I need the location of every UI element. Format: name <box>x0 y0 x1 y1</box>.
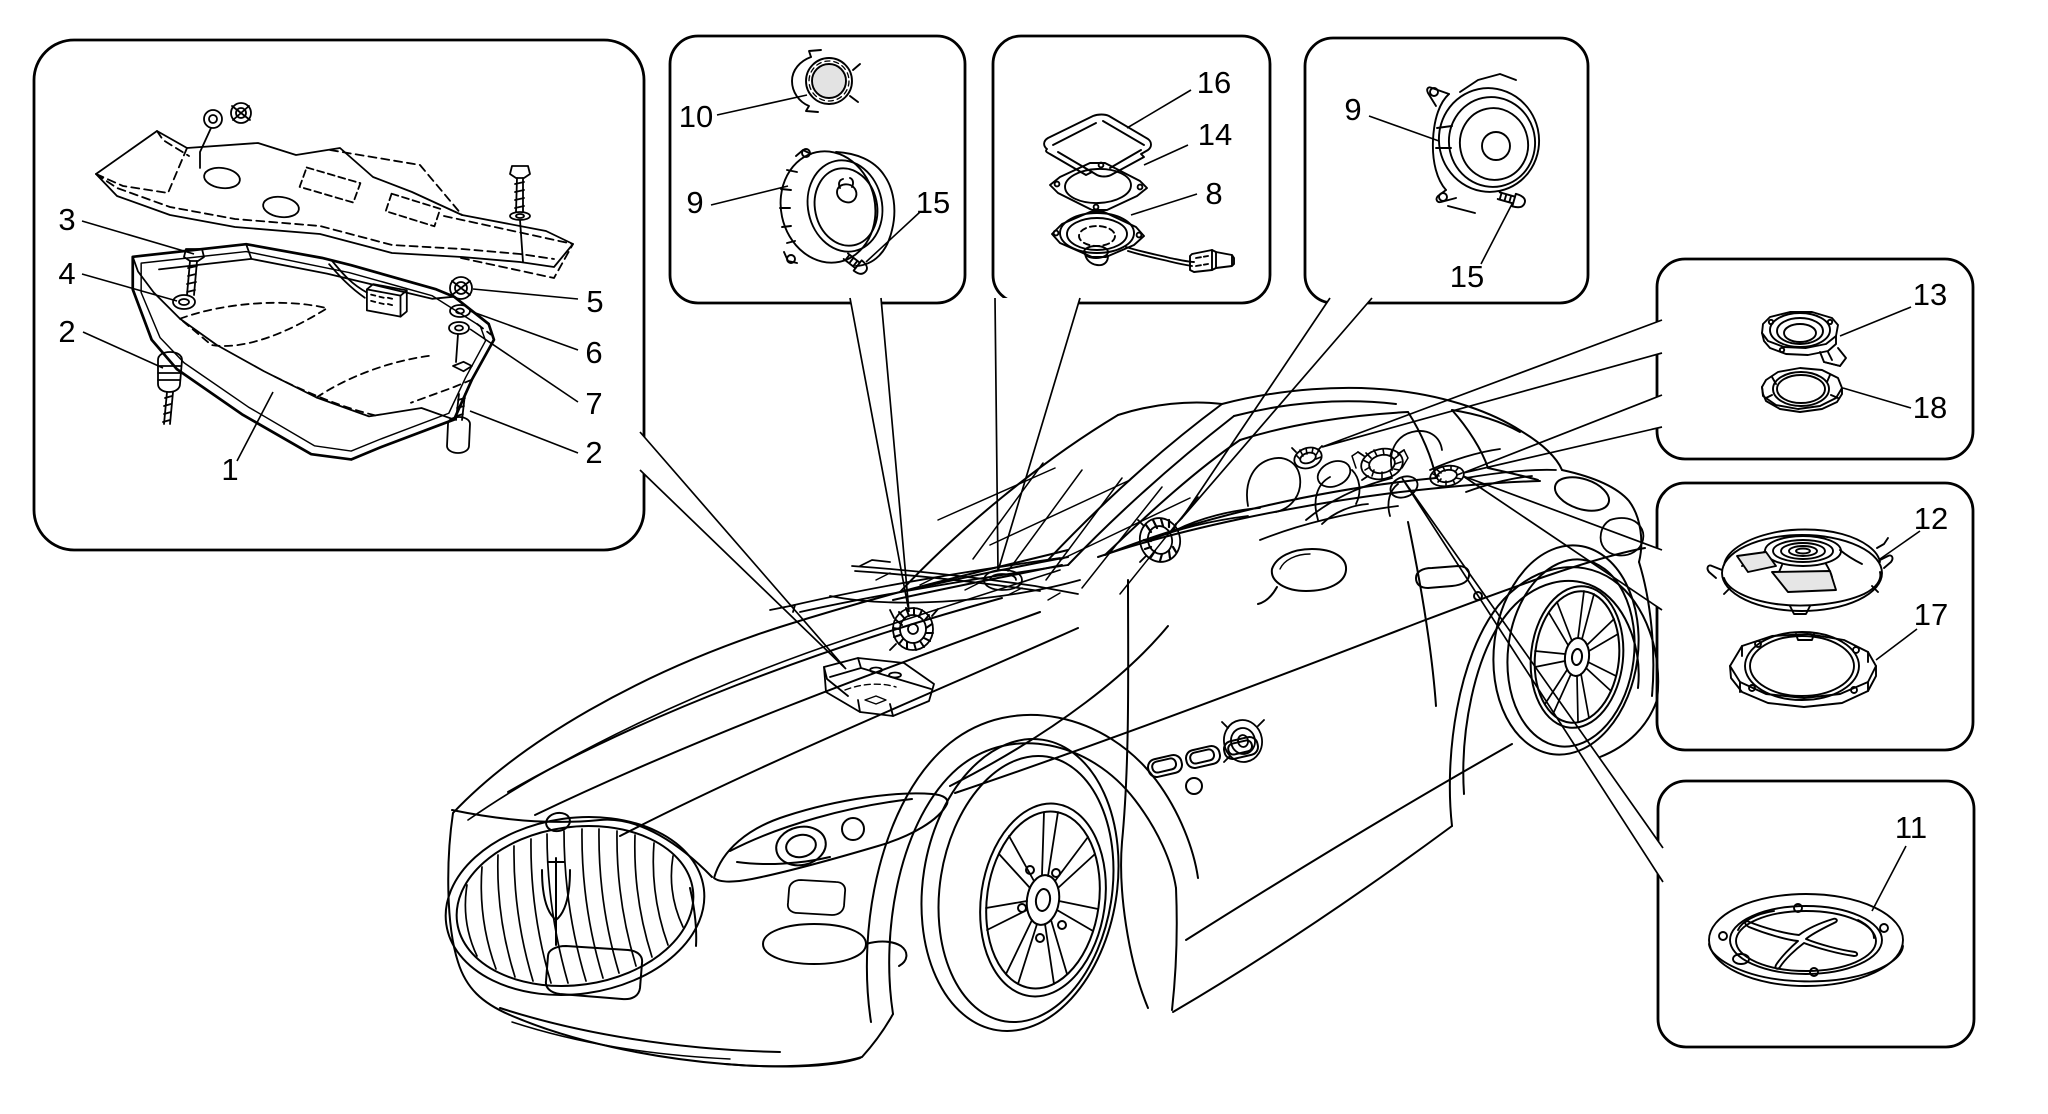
svg-text:1: 1 <box>221 452 238 487</box>
svg-text:18: 18 <box>1913 390 1947 425</box>
svg-text:15: 15 <box>1450 259 1484 294</box>
svg-text:13: 13 <box>1913 277 1947 312</box>
svg-text:17: 17 <box>1914 597 1948 632</box>
svg-text:9: 9 <box>1344 92 1361 127</box>
svg-text:6: 6 <box>585 335 602 370</box>
svg-text:7: 7 <box>585 386 602 421</box>
svg-text:3: 3 <box>58 202 75 237</box>
svg-text:15: 15 <box>916 185 950 220</box>
svg-text:10: 10 <box>679 99 713 134</box>
svg-text:16: 16 <box>1197 65 1231 100</box>
svg-text:14: 14 <box>1198 117 1232 152</box>
svg-text:2: 2 <box>58 314 75 349</box>
svg-text:5: 5 <box>586 284 603 319</box>
svg-text:4: 4 <box>58 256 75 291</box>
svg-text:9: 9 <box>686 185 703 220</box>
svg-text:2: 2 <box>585 435 602 470</box>
svg-text:11: 11 <box>1895 810 1927 845</box>
svg-text:8: 8 <box>1205 176 1222 211</box>
svg-text:12: 12 <box>1914 501 1948 536</box>
